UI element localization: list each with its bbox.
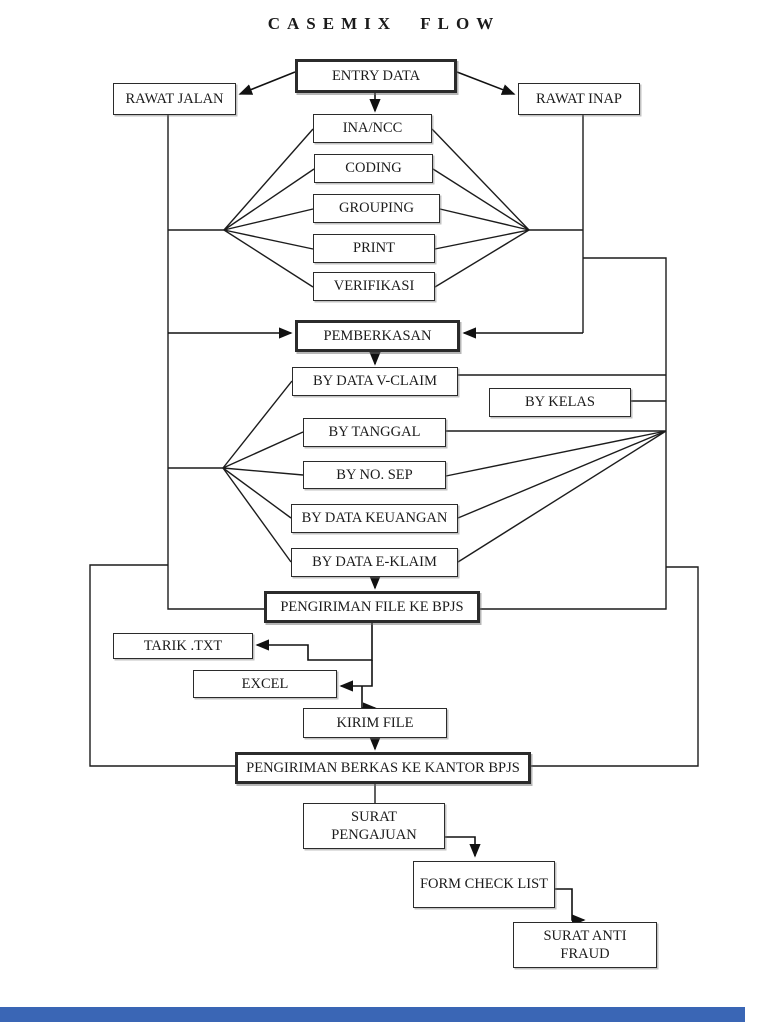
node-form-check-list: FORM CHECK LIST [413,861,555,908]
node-pengiriman-file-ke-bpjs: PENGIRIMAN FILE KE BPJS [264,591,480,623]
node-label: TARIK .TXT [143,637,223,654]
node-label: PENGIRIMAN FILE KE BPJS [280,598,464,615]
node-label: INA/NCC [342,120,403,137]
node-ina-ncc: INA/NCC [313,114,432,143]
node-label: BY NO. SEP [336,466,413,483]
node-label: FORM CHECK LIST [419,876,549,893]
node-label: SURAT ANTI FRAUD [543,927,627,962]
node-label: RAWAT JALAN [125,90,224,107]
node-label: PEMBERKASAN [323,327,432,344]
node-label: BY TANGGAL [328,424,421,441]
node-by-tanggal: BY TANGGAL [303,418,446,447]
node-by-data-keuangan: BY DATA KEUANGAN [291,504,458,533]
node-label: EXCEL [241,675,289,692]
node-rawat-jalan: RAWAT JALAN [113,83,236,115]
node-label: VERIFIKASI [333,278,415,295]
node-label: BY DATA E-KLAIM [312,554,437,571]
node-pengiriman-berkas: PENGIRIMAN BERKAS KE KANTOR BPJS [235,752,531,784]
node-entry-data: ENTRY DATA [295,59,457,93]
node-by-data-e-klaim: BY DATA E-KLAIM [291,548,458,577]
node-label: BY DATA V-CLAIM [313,373,437,390]
node-surat-anti-fraud: SURAT ANTI FRAUD [513,922,657,968]
node-tarik-txt: TARIK .TXT [113,633,253,659]
node-coding: CODING [314,154,433,183]
plain-lines [89,115,699,803]
node-rawat-inap: RAWAT INAP [518,83,640,115]
node-by-data-v-claim: BY DATA V-CLAIM [292,367,458,396]
node-verifikasi: VERIFIKASI [313,272,435,301]
node-print: PRINT [313,234,435,263]
node-pemberkasan: PEMBERKASAN [295,320,460,352]
node-label: PENGIRIMAN BERKAS KE KANTOR BPJS [246,759,520,776]
node-label: BY KELAS [525,394,595,411]
node-excel: EXCEL [193,670,337,698]
node-label: RAWAT INAP [536,90,622,107]
node-label: GROUPING [339,200,414,217]
node-label: KIRIM FILE [336,714,414,731]
node-label: SURAT PENGAJUAN [331,808,417,843]
node-by-no-sep: BY NO. SEP [303,461,446,489]
page-title: CASEMIX FLOW [267,14,501,33]
node-surat-pengajuan: SURAT PENGAJUAN [303,803,445,849]
node-kirim-file: KIRIM FILE [303,708,447,738]
footer-bar [0,1007,745,1022]
node-grouping: GROUPING [313,194,440,223]
node-label: CODING [345,160,402,177]
node-label: PRINT [353,240,395,257]
node-label: BY DATA KEUANGAN [301,510,448,527]
node-label: ENTRY DATA [331,67,421,84]
node-by-kelas: BY KELAS [489,388,631,417]
arrow-lines [168,71,586,926]
